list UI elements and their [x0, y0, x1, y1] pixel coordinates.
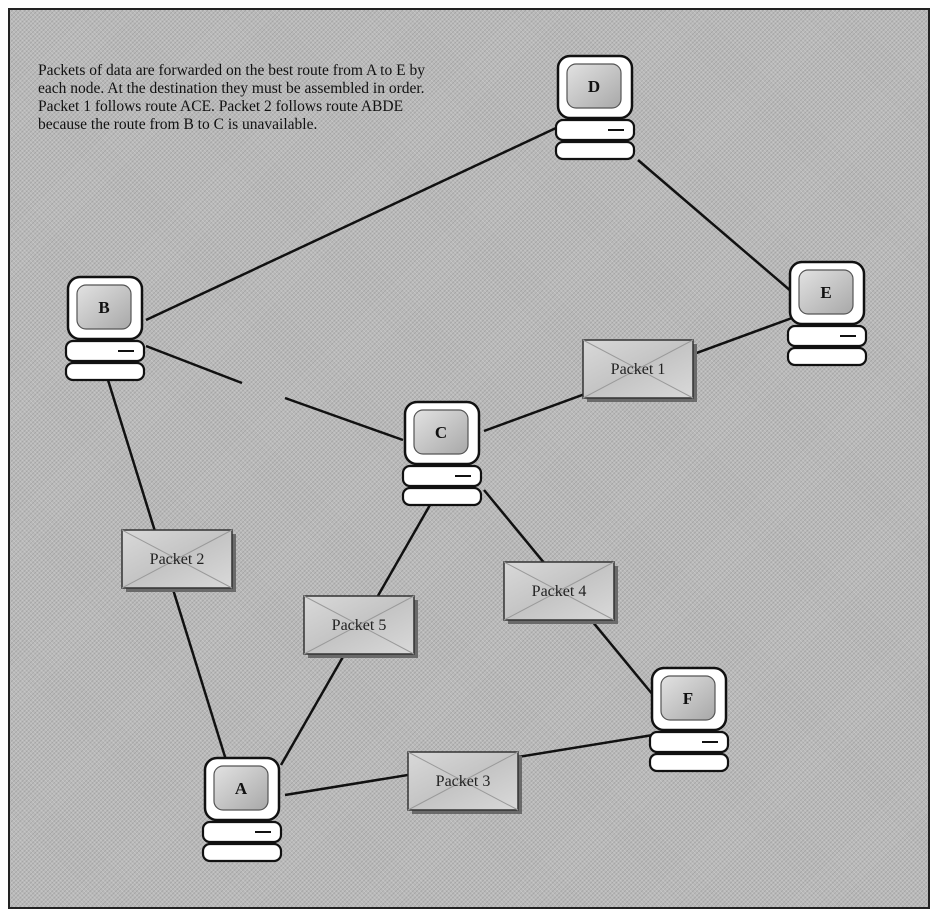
- drive-unit-icon: [648, 730, 730, 754]
- packet-1-envelope: Packet 1: [582, 339, 697, 402]
- drive-unit-icon: [201, 820, 283, 844]
- screen-icon: [213, 765, 269, 811]
- caption-line: Packets of data are forwarded on the bes…: [38, 62, 425, 79]
- caption-line: each node. At the destination they must …: [38, 80, 425, 97]
- packet-label: Packet 4: [532, 583, 587, 600]
- node-label: F: [683, 689, 693, 708]
- packets-layer: Packet 1 Packet 2 Packet 3 Packet 4 Packet 5: [121, 339, 697, 814]
- packet-label: Packet 1: [611, 361, 666, 378]
- computer-node-c: C: [401, 400, 483, 507]
- packet-4-envelope: Packet 4: [503, 561, 618, 624]
- packet-5-envelope: Packet 5: [303, 595, 418, 658]
- packet-label: Packet 2: [150, 551, 205, 568]
- link-d-e: [637, 159, 793, 293]
- screen-icon: [566, 63, 622, 109]
- computer-node-f: F: [648, 666, 730, 773]
- node-label: E: [820, 283, 831, 302]
- screen-icon: [660, 675, 716, 721]
- base-unit-icon: [648, 752, 730, 773]
- packet-label: Packet 3: [436, 773, 491, 790]
- drive-unit-icon: [401, 464, 483, 488]
- screen-icon: [798, 269, 854, 315]
- computer-node-d: D: [554, 54, 636, 161]
- base-unit-icon: [786, 346, 868, 367]
- base-unit-icon: [201, 842, 283, 863]
- base-unit-icon: [401, 486, 483, 507]
- drive-unit-icon: [786, 324, 868, 348]
- caption: Packets of data are forwarded on the bes…: [38, 62, 538, 134]
- base-unit-icon: [64, 361, 146, 382]
- screen-icon: [76, 284, 132, 330]
- node-label: B: [98, 298, 109, 317]
- computer-node-e: E: [786, 260, 868, 367]
- node-label: C: [435, 423, 447, 442]
- nodes-layer: A B C D E F: [64, 54, 868, 863]
- node-label: D: [588, 77, 600, 96]
- computer-node-b: B: [64, 275, 146, 382]
- packet-label: Packet 5: [332, 617, 387, 634]
- drive-unit-icon: [64, 339, 146, 363]
- link-b-c-broken: [145, 344, 243, 385]
- base-unit-icon: [554, 140, 636, 161]
- packet-3-envelope: Packet 3: [407, 751, 522, 814]
- computer-node-a: A: [201, 756, 283, 863]
- caption-line: because the route from B to C is unavail…: [38, 116, 318, 133]
- screen-icon: [413, 409, 469, 455]
- link-b-c-broken: [284, 396, 404, 442]
- link-b-d: [145, 126, 557, 322]
- drive-unit-icon: [554, 118, 636, 142]
- caption-line: Packet 1 follows route ACE. Packet 2 fol…: [38, 98, 404, 115]
- packet-2-envelope: Packet 2: [121, 529, 236, 592]
- node-label: A: [235, 779, 248, 798]
